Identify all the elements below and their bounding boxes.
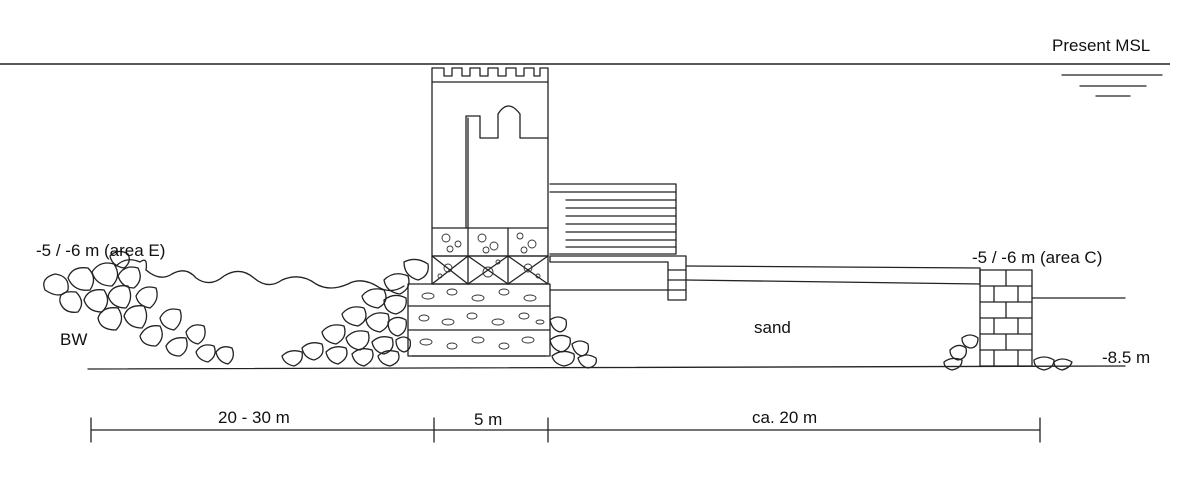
right-pillar <box>979 269 1126 367</box>
dimension-label-right: ca. 20 m <box>752 408 818 427</box>
area-e-label: -5 / -6 m (area E) <box>36 241 166 260</box>
foundation <box>407 283 551 357</box>
dimension-lines <box>90 417 1041 443</box>
area-c-label: -5 / -6 m (area C) <box>972 248 1103 267</box>
seabed-line <box>87 365 1126 370</box>
tower-rubble <box>281 258 597 369</box>
foundation-stones <box>418 288 545 350</box>
dimension-label-middle: 5 m <box>474 410 503 429</box>
area-e-surface <box>145 269 405 292</box>
side-structure <box>549 183 677 255</box>
sand-platform <box>549 255 981 301</box>
masonry-stones <box>437 232 541 279</box>
sea-level <box>0 63 1170 97</box>
depth-label: -8.5 m <box>1102 348 1151 367</box>
present-msl-label: Present MSL <box>1052 36 1151 55</box>
sand-label: sand <box>754 318 791 337</box>
bw-label: BW <box>60 330 88 349</box>
right-rubble <box>943 334 1073 371</box>
breakwater-boulders <box>43 250 234 365</box>
dimension-label-left: 20 - 30 m <box>218 408 290 427</box>
